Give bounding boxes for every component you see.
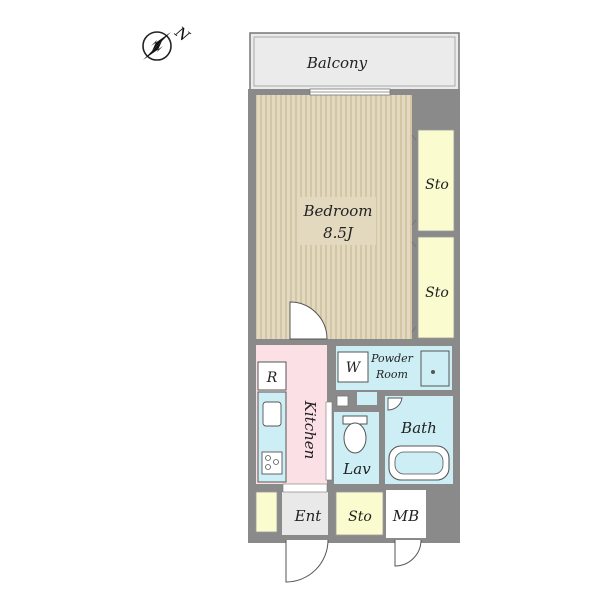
kitchen-label: Kitchen: [301, 400, 319, 460]
storage-lower: [417, 236, 455, 339]
washbasin: [420, 350, 450, 387]
compass-needle-tail: [143, 41, 163, 60]
north-arrow-icon: N: [142, 22, 194, 61]
storage-lower-label: Sto: [425, 285, 449, 301]
kitchen-sliding-door: [325, 401, 333, 481]
meter-box: [386, 490, 426, 538]
stove-burner-icon: [265, 464, 271, 470]
stove: [261, 451, 283, 475]
bath-label: Bath: [400, 419, 437, 437]
bedroom-label: Bedroom: [303, 202, 373, 220]
balcony-rail: [253, 36, 456, 87]
refrigerator-label: R: [266, 370, 278, 386]
bedroom-size-label: 8.5J: [323, 224, 354, 242]
closet-door-marks: [411, 134, 417, 333]
compass-needle: [151, 32, 171, 51]
shoe-closet: [255, 491, 278, 533]
meter-box-label: MB: [392, 507, 419, 525]
faucet-icon: [431, 370, 435, 374]
powder-room-label-line1: Powder: [370, 352, 414, 365]
powder-room-label-line2: Room: [375, 368, 408, 381]
refrigerator: [257, 361, 287, 391]
bath-door-swing: [387, 397, 403, 411]
washer-label: W: [346, 360, 362, 376]
pipe-shaft: [336, 395, 349, 407]
kitchen-sink: [262, 401, 282, 427]
washer: [337, 351, 369, 383]
lavatory-label: Lav: [342, 460, 371, 478]
storage-entry-label: Sto: [348, 509, 372, 525]
powder-room-lower: [357, 392, 377, 405]
storage-upper: [417, 129, 455, 232]
stove-burner-icon: [273, 459, 279, 465]
bedroom-label-bg: [300, 197, 376, 245]
bathtub-basin: [394, 451, 444, 475]
bedroom-door-swing: [289, 301, 328, 340]
entrance-door-swing: [285, 539, 329, 583]
storage-entry: [335, 491, 384, 536]
toilet-bowl-icon: [343, 422, 367, 454]
entrance: [282, 492, 328, 535]
meter-box-door-swing: [394, 539, 422, 567]
compass-north-label: N: [171, 22, 194, 45]
stove-burner-icon: [265, 455, 271, 461]
balcony: [249, 32, 460, 91]
balcony-label: Balcony: [306, 54, 368, 72]
entrance-sliding-door: [282, 483, 328, 493]
storage-upper-label: Sto: [425, 177, 449, 193]
entrance-label: Ent: [294, 507, 323, 525]
